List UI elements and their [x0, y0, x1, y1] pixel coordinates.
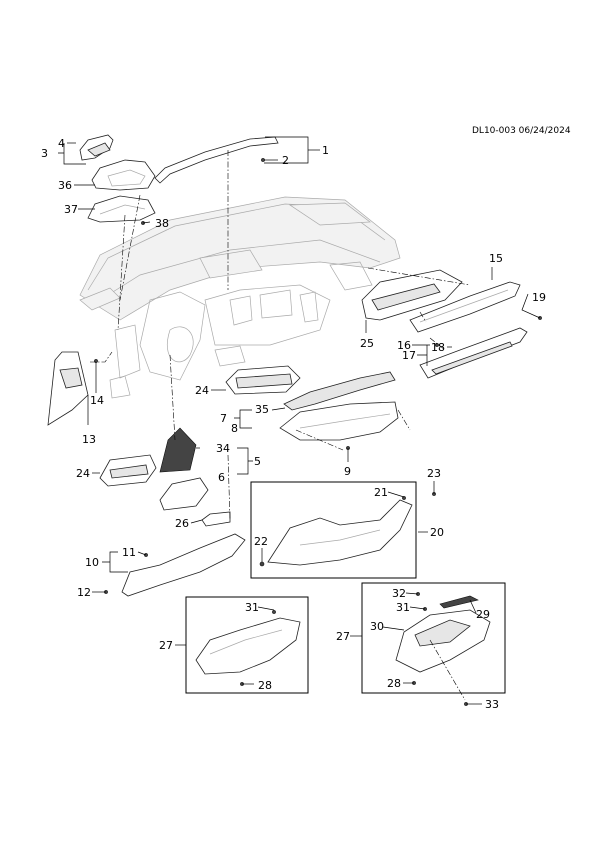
callout-24-lower: 24 [76, 467, 90, 480]
callout-5: 5 [254, 455, 261, 468]
callout-18: 18 [431, 341, 445, 354]
instrument-panel-ghost [79, 196, 401, 399]
bracket-27-left [195, 617, 301, 675]
alignment-lines [90, 150, 471, 701]
callout-22: 22 [254, 535, 268, 548]
callout-26: 26 [175, 517, 189, 530]
callout-10: 10 [85, 556, 99, 569]
callout-2: 2 [282, 154, 289, 167]
callout-4: 4 [58, 137, 65, 150]
fastener-31-left [272, 610, 276, 614]
callout-14: 14 [90, 394, 104, 407]
lower-trim-10 [121, 533, 246, 597]
callout-21: 21 [374, 486, 388, 499]
callout-9: 9 [344, 465, 351, 478]
callout-35: 35 [255, 403, 269, 416]
center-panel-8 [279, 401, 399, 441]
callout-33: 33 [485, 698, 499, 711]
defroster-grille-part [154, 136, 279, 184]
callout-23: 23 [427, 467, 441, 480]
inset-box-27-right [361, 582, 506, 694]
callout-16: 16 [397, 339, 411, 352]
callout-1: 1 [322, 144, 329, 157]
cluster-hood-36 [91, 159, 156, 191]
callout-19: 19 [532, 291, 546, 304]
callout-28-right: 28 [387, 677, 401, 690]
callout-34: 34 [216, 442, 230, 455]
callout-8: 8 [231, 422, 238, 435]
fastener-21 [402, 496, 406, 500]
callout-20: 20 [430, 526, 444, 539]
callout-11: 11 [122, 546, 136, 559]
bezel-6 [159, 477, 209, 511]
callout-12: 12 [77, 586, 91, 599]
bezel-34 [159, 427, 197, 473]
glovebox-frame-20 [267, 499, 413, 566]
switch-26 [201, 511, 231, 527]
callout-3: 3 [41, 147, 48, 160]
callout-17: 17 [402, 349, 416, 362]
callout-27-left: 27 [159, 639, 173, 652]
callout-25: 25 [360, 337, 374, 350]
callout-36: 36 [58, 179, 72, 192]
callout-24-upper: 24 [195, 384, 209, 397]
callout-37: 37 [64, 203, 78, 216]
callout-38: 38 [155, 217, 169, 230]
callout-31-left: 31 [245, 601, 259, 614]
callout-27-right: 27 [336, 630, 350, 643]
callout-31-right: 31 [396, 601, 410, 614]
callout-7: 7 [220, 412, 227, 425]
leader-lines [58, 136, 541, 705]
inset-box-20 [250, 481, 417, 579]
callout-6: 6 [218, 471, 225, 484]
inset-box-27-left [185, 596, 309, 694]
trim-panel-35 [283, 371, 396, 411]
callout-labels: 1 2 3 4 5 6 7 8 9 10 11 12 13 14 15 16 1… [41, 137, 546, 711]
callout-28-left: 28 [258, 679, 272, 692]
document-code: DL10-003 06/24/2024 [472, 126, 571, 136]
callout-29: 29 [476, 608, 490, 621]
fastener-22 [259, 561, 265, 567]
cluster-bezel-37 [87, 195, 156, 223]
side-end-panel [47, 351, 89, 426]
trim-strip-15 [409, 281, 521, 333]
latch-29 [439, 595, 479, 609]
callout-32: 32 [392, 587, 406, 600]
callout-30: 30 [370, 620, 384, 633]
callout-15: 15 [489, 252, 503, 265]
callout-13: 13 [82, 433, 96, 446]
